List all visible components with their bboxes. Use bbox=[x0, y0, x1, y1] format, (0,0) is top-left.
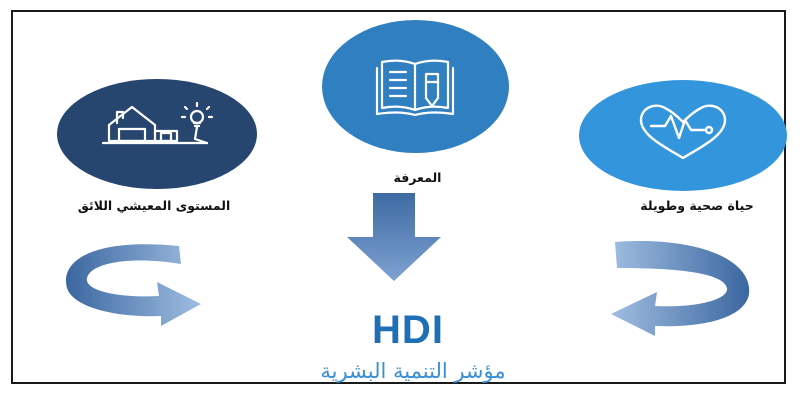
down-arrow-body bbox=[347, 193, 441, 281]
knowledge-circle-shape bbox=[322, 20, 509, 153]
right-curved-arrow-body bbox=[611, 241, 750, 336]
left-curved-arrow bbox=[65, 244, 201, 326]
living-circle-fill bbox=[57, 79, 257, 189]
hdi-arabic-name: مؤشر التنمية البشرية bbox=[320, 359, 506, 383]
knowledge-label: المعرفة bbox=[393, 170, 442, 185]
hdi-abbreviation: HDI bbox=[372, 308, 444, 352]
health-circle-fill bbox=[579, 80, 787, 191]
right-curved-arrow bbox=[611, 241, 750, 336]
living-circle-shape bbox=[57, 79, 257, 189]
health-label: حياة صحية وطويلة bbox=[640, 198, 754, 213]
knowledge-circle bbox=[322, 20, 509, 153]
open-book-with-pencil-icon bbox=[375, 59, 455, 117]
left-curved-arrow-body bbox=[65, 244, 201, 326]
living-standard-label: المستوى المعيشي اللائق bbox=[77, 198, 231, 213]
house-with-lightbulb-icon bbox=[101, 101, 214, 145]
down-arrow bbox=[347, 193, 441, 281]
heart-with-pulse-icon bbox=[639, 104, 727, 160]
health-circle bbox=[579, 80, 787, 191]
living-standard-circle bbox=[57, 79, 257, 189]
diagram-frame: المستوى المعيشي اللائق المعرفة حياة صحية… bbox=[11, 10, 787, 384]
health-circle-shape bbox=[579, 80, 787, 191]
